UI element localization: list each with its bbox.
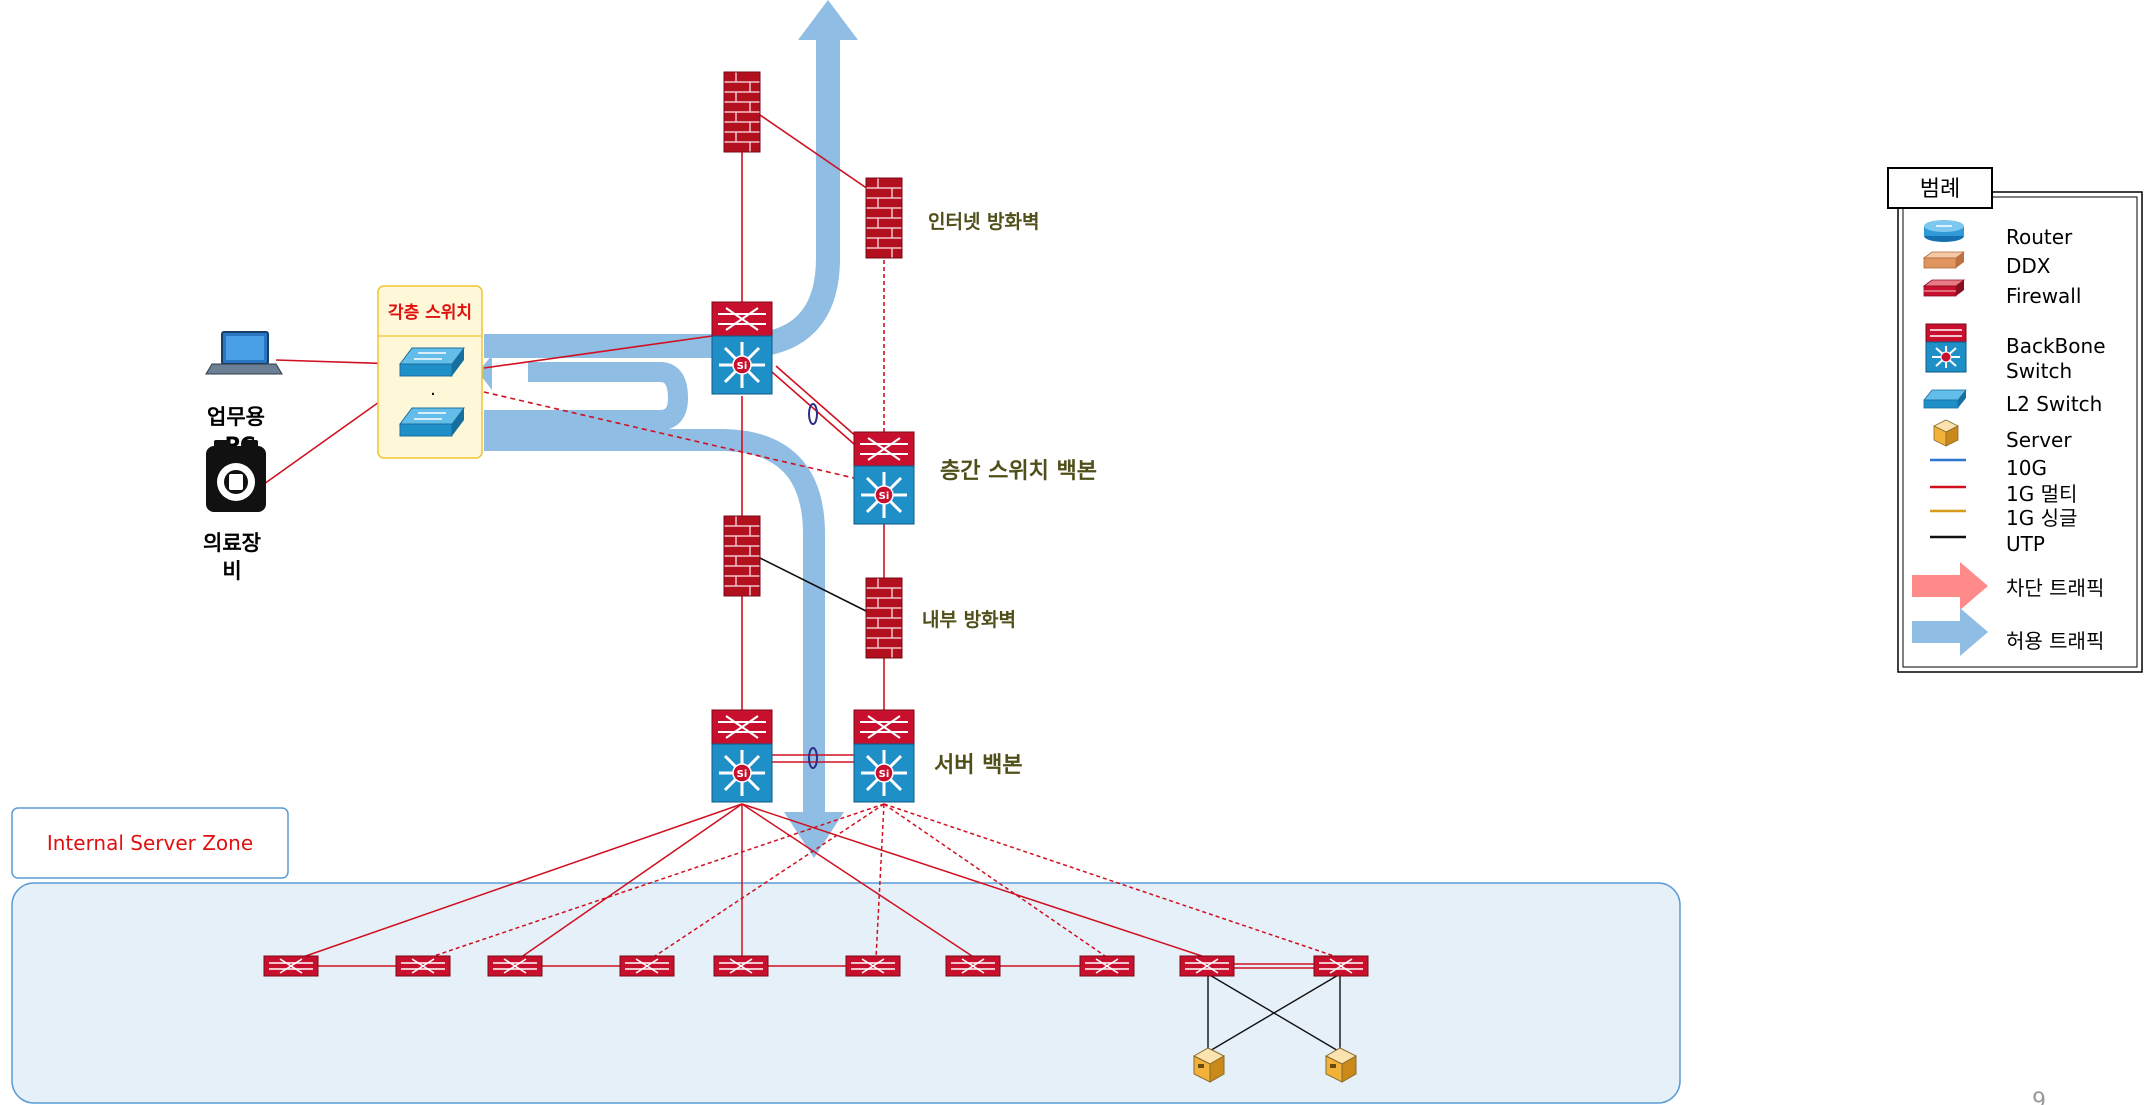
- legend-allowed-label: 허용 트래픽: [2006, 629, 2104, 653]
- server-traffic-arrow: [484, 429, 825, 816]
- server-links: [299, 803, 1341, 969]
- links: [263, 114, 885, 763]
- server-switch-icon: [619, 955, 675, 977]
- server-switch-icon: [263, 955, 319, 977]
- medical-device-label-2: 비: [222, 559, 241, 583]
- legend-l2-switch-label: L2 Switch: [2006, 392, 2102, 416]
- l2-switch-icon: [1923, 389, 1967, 409]
- internet-traffic-arrow: [484, 38, 840, 358]
- firewall-icon: [1922, 279, 1966, 297]
- server-switch-icon: [713, 955, 769, 977]
- server-switch-icon: [395, 955, 451, 977]
- l2-switch-icon: [399, 347, 465, 377]
- floor-switches-label: 각층 스위치: [388, 303, 472, 323]
- server-backbone-label: 서버 백본: [934, 753, 1023, 778]
- return-arrowhead: [478, 355, 492, 390]
- server-icon: [1933, 419, 1959, 447]
- internet-firewall-icon: [723, 71, 761, 153]
- laptop-icon: [205, 331, 283, 375]
- legend-1g-single-label: 1G 싱글: [2006, 506, 2077, 530]
- legend-title-box: [1887, 167, 1993, 209]
- backbone-switch-icon: [1925, 323, 1967, 373]
- allowed-traffic-flows: [478, 0, 858, 858]
- legend-10g-label: 10G: [2006, 456, 2047, 480]
- router-icon: [1924, 220, 1964, 242]
- floor-backbone-label: 층간 스위치 백본: [940, 459, 1097, 484]
- internal-firewall-icon: [723, 515, 761, 597]
- legend-utp-label: UTP: [2006, 532, 2045, 556]
- legend-server-label: Server: [2006, 428, 2072, 452]
- server-switch-icon: [1179, 955, 1235, 977]
- internal-firewall-label: 내부 방화벽: [922, 609, 1016, 631]
- allowed-traffic-arrow-icon: [1912, 608, 1988, 656]
- core-backbone-switch-icon: [710, 300, 774, 396]
- blocked-traffic-arrow-icon: [1912, 562, 1988, 610]
- medical-device: 의료장 비: [203, 440, 266, 583]
- office-pc-label: 업무용: [207, 405, 265, 429]
- internet-firewall-label: 인터넷 방화벽: [928, 211, 1040, 233]
- server-switch-icon: [845, 955, 901, 977]
- l2-switch-icon: [399, 407, 465, 437]
- legend-backbone-label: BackBone: [2006, 334, 2106, 358]
- floor-switch-group: 각층 스위치 ·: [377, 285, 483, 459]
- office-pc: 업무용 PC: [205, 331, 283, 457]
- legend-blocked-label: 차단 트래픽: [2006, 576, 2104, 600]
- server-backbone-switch-icon: [852, 708, 916, 804]
- page-number: 9: [2032, 1089, 2046, 1105]
- legend-ddx-label: DDX: [2006, 254, 2051, 278]
- server-zone: Internal Server Zone: [11, 807, 1681, 1104]
- legend: 범례: [1887, 167, 2143, 673]
- return-traffic-arrow: [484, 362, 689, 430]
- server-utp-links: [1207, 973, 1341, 1053]
- floor-backbone-switch-icon: [852, 430, 916, 526]
- server-zone-label-box: [11, 807, 289, 879]
- ddx-icon: [1922, 251, 1966, 269]
- server-backbone-switch-icon: [710, 708, 774, 804]
- aggregation-links: [808, 403, 818, 769]
- internet-arrowhead: [798, 0, 858, 40]
- medical-device-label: 의료장: [203, 531, 261, 555]
- legend-1g-multi-label: 1G 멀티: [2006, 482, 2077, 506]
- server-switch-icon: [1079, 955, 1135, 977]
- server-switch-icon: [1313, 955, 1369, 977]
- switch-dots: ·: [430, 384, 436, 405]
- medical-device-icon: [206, 440, 266, 512]
- legend-firewall-label: Firewall: [2006, 284, 2081, 308]
- server-switch-icon: [945, 955, 1001, 977]
- legend-backbone-label-2: Switch: [2006, 359, 2072, 383]
- server-zone-label: Internal Server Zone: [47, 831, 253, 855]
- internet-firewall-icon: [865, 177, 903, 259]
- legend-router-label: Router: [2006, 225, 2073, 249]
- legend-title: 범례: [1920, 177, 1960, 202]
- server-switch-icon: [487, 955, 543, 977]
- internal-firewall-icon: [865, 577, 903, 659]
